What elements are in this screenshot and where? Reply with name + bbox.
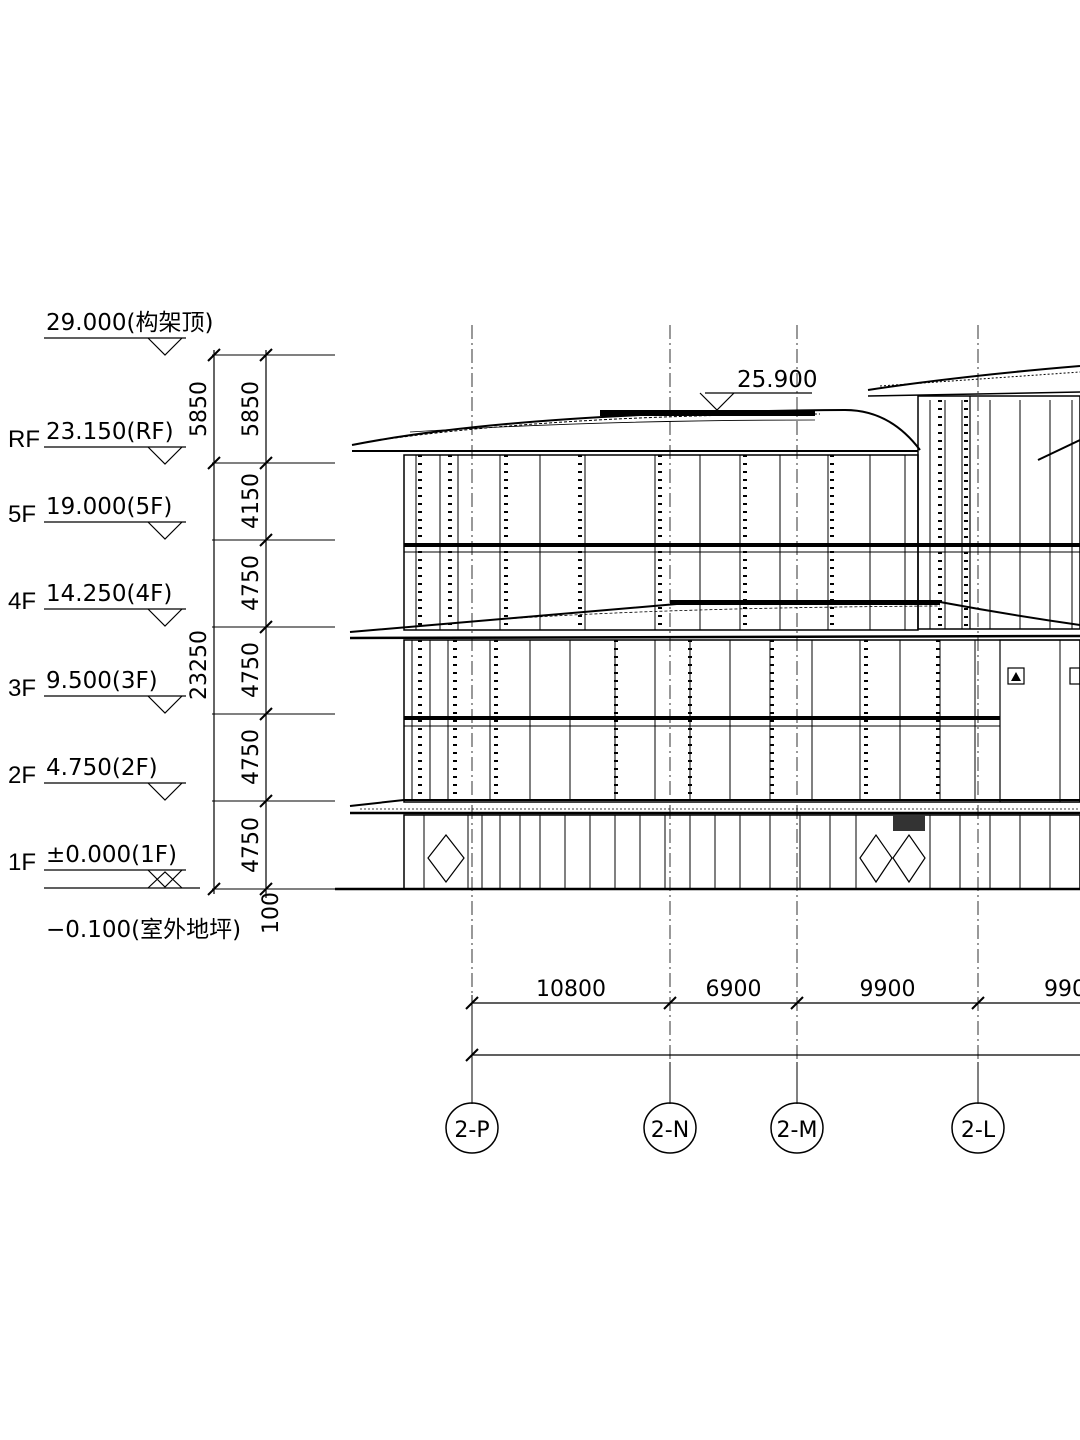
level-elevation-rf: 23.150(RF) [46, 419, 174, 445]
vertical-dim-inner-0: 5850 [239, 381, 264, 437]
level-marker-ground: −0.100(室外地坪) [44, 871, 241, 943]
level-marker-3f: 3F 9.500(3F) [8, 668, 186, 714]
level-marker-4f: 4F 14.250(4F) [8, 581, 186, 627]
level-floor-1f: 1F [8, 849, 36, 876]
building-facade [335, 365, 1080, 891]
axis-bubbles: 2-P 2-N 2-M 2-L [445, 1062, 1005, 1154]
axis-label-2-N: 2-N [651, 1118, 689, 1143]
axis-bubble-2-L: 2-L [951, 1062, 1005, 1154]
axis-bubble-2-M: 2-M [770, 1062, 824, 1154]
vertical-dim-inner-1: 4150 [239, 473, 264, 529]
vertical-dim-outer-1: 23250 [187, 630, 212, 700]
roof-elevation-label: 25.900 [737, 367, 817, 393]
level-marker-2f: 2F 4.750(2F) [8, 755, 186, 801]
axis-label-2-P: 2-P [454, 1118, 489, 1143]
horizontal-dim-2: 9900 [860, 977, 916, 1002]
level-floor-5f: 5F [8, 501, 36, 528]
axis-label-2-L: 2-L [961, 1118, 996, 1143]
vertical-dim-outer-0: 5850 [187, 381, 212, 437]
right-tower-volume [867, 365, 1080, 630]
vertical-dimensions: 5850 4150 4750 4750 4750 4750 5850 23250 100 [187, 348, 335, 934]
mid-canopy [349, 600, 1080, 640]
level-elevation-4f: 14.250(4F) [46, 581, 172, 607]
axis-label-2-M: 2-M [777, 1118, 818, 1143]
horizontal-dim-3: 990 [1044, 977, 1080, 1002]
level-marker-1f: 1F ±0.000(1F) [8, 842, 186, 888]
axis-bubble-2-N: 2-N [643, 1062, 697, 1154]
horizontal-dim-1: 6900 [706, 977, 762, 1002]
level-elevation-2f: 4.750(2F) [46, 755, 158, 781]
vertical-dim-below: 100 [259, 892, 284, 934]
grid-axis-lines [471, 325, 979, 1100]
level-marker-top: 29.000(构架顶) [44, 310, 213, 356]
ground-floor-storefront [403, 814, 1080, 890]
lower-floors-block [403, 639, 1080, 803]
level-floor-rf: RF [8, 426, 40, 453]
level-floor-2f: 2F [8, 762, 36, 789]
vertical-dim-inner-5: 4750 [239, 817, 264, 873]
level-floor-4f: 4F [8, 588, 36, 615]
level-elevation-ground: −0.100(室外地坪) [46, 917, 241, 943]
level-elevation-3f: 9.500(3F) [46, 668, 158, 694]
level-elevation-5f: 19.000(5F) [46, 494, 172, 520]
level-marker-5f: 5F 19.000(5F) [8, 494, 186, 540]
roof-elevation-marker: 25.900 [699, 367, 817, 411]
vertical-dim-inner-2: 4750 [239, 555, 264, 611]
vertical-dim-inner-4: 4750 [239, 729, 264, 785]
axis-bubble-2-P: 2-P [445, 1062, 499, 1154]
level-elevation-1f: ±0.000(1F) [46, 842, 177, 868]
level-elevation-top: 29.000(构架顶) [46, 310, 213, 336]
main-roof [351, 408, 921, 452]
horizontal-dim-0: 10800 [536, 977, 606, 1002]
vertical-dim-inner-3: 4750 [239, 642, 264, 698]
first-floor-canopy [349, 799, 1080, 815]
level-floor-3f: 3F [8, 675, 36, 702]
horizontal-dimensions: 10800 6900 9900 990 [465, 977, 1080, 1062]
